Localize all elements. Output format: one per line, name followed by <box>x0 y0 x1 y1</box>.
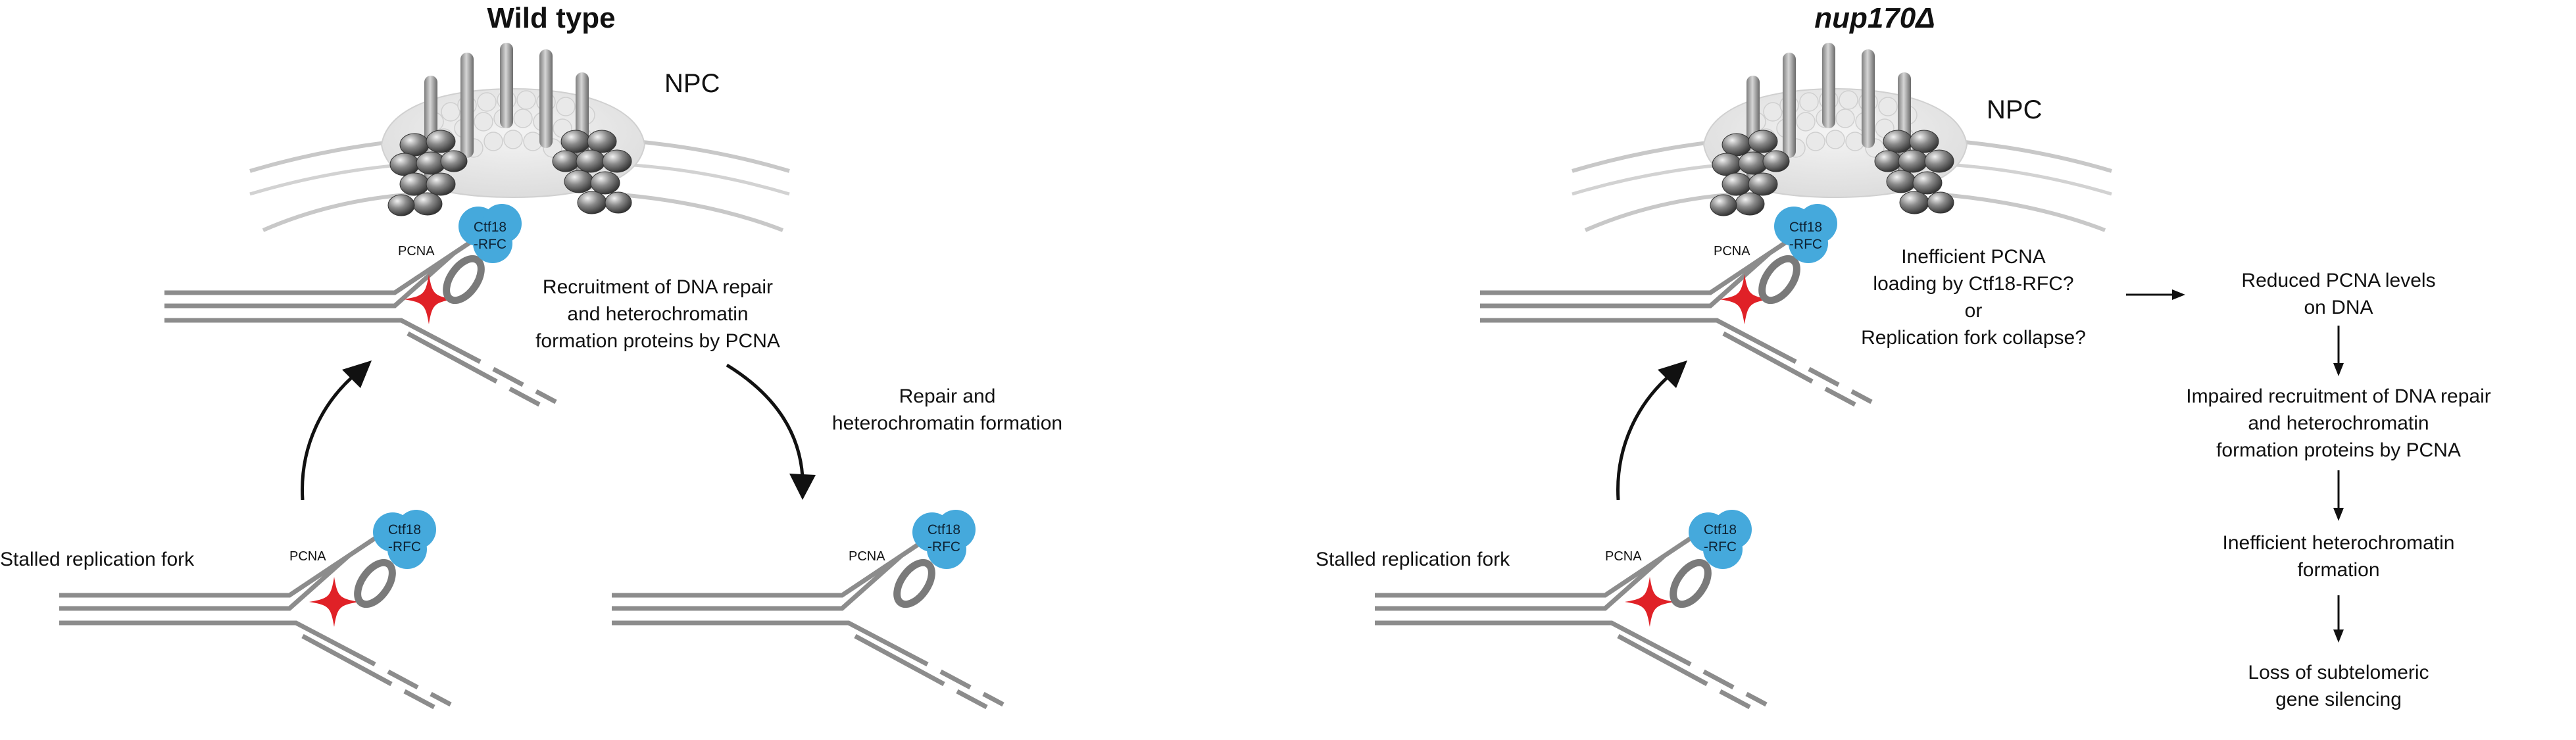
ctf18-label-repaired: Ctf18 <box>928 522 960 537</box>
pcna-label-mutant: PCNA <box>1714 244 1750 259</box>
flow-step-2-line-1: Impaired recruitment of DNA repair <box>2186 385 2491 407</box>
pcna-label-bottom: PCNA <box>289 549 326 564</box>
pcna-label-bottom-mutant: PCNA <box>1605 549 1642 564</box>
ctf18-label-mutant: Ctf18 <box>1789 220 1822 235</box>
flow-step-1-line-1: Reduced PCNA levels <box>2241 270 2435 291</box>
flow-step-1-line-2: on DNA <box>2304 297 2373 318</box>
flow-arrow-1-head <box>2333 363 2344 376</box>
flow-arrow-3-head <box>2333 629 2344 643</box>
npc-label-mutant: NPC <box>1987 95 2042 124</box>
pcna-label-repaired: PCNA <box>849 549 885 564</box>
question-text-2: loading by Ctf18-RFC? <box>1873 273 2073 295</box>
arrow-up-head <box>342 360 372 388</box>
flow-step-2-line-3: formation proteins by PCNA <box>2216 439 2461 461</box>
repair-text-2: heterochromatin formation <box>832 412 1062 434</box>
flow-arrow-2-head <box>2333 508 2344 521</box>
pcna-label: PCNA <box>398 244 435 259</box>
stalled-label-mutant: Stalled replication fork <box>1316 549 1510 570</box>
ctf18-label-bottom-mutant-2: -RFC <box>1704 539 1737 555</box>
flow-step-3-line-1: Inefficient heterochromatin <box>2223 532 2455 554</box>
arrow-down-curve <box>726 363 805 478</box>
arrow-down-head <box>789 474 816 500</box>
question-text-1: Inefficient PCNA <box>1901 246 2046 268</box>
npc-structure-mutant <box>1572 43 2112 230</box>
recruitment-text-2: and heterochromatin <box>567 303 748 325</box>
question-text-4: Replication fork collapse? <box>1861 327 2086 349</box>
ctf18-label: Ctf18 <box>474 220 507 235</box>
wild-type-panel: Wild type NPC Ctf18 -RFC PCNA Recruitmen… <box>0 2 1062 707</box>
mutant-title: nup170Δ <box>1814 2 1935 34</box>
flow-step-4-line-1: Loss of subtelomeric <box>2248 662 2429 683</box>
recruitment-text-3: formation proteins by PCNA <box>535 330 780 352</box>
ctf18-label-bottom-2: -RFC <box>388 539 421 555</box>
npc-label: NPC <box>664 69 720 98</box>
ctf18-label-repaired-2: -RFC <box>928 539 960 555</box>
arrow-up-curve <box>301 370 360 501</box>
ctf18-label-2: -RFC <box>474 237 507 252</box>
arrow-right-head <box>2172 289 2185 300</box>
recruitment-text-1: Recruitment of DNA repair <box>543 276 773 298</box>
repair-text-1: Repair and <box>899 385 996 407</box>
mutant-panel: nup170Δ NPC Ctf18 -RFC PCNA Inefficient … <box>1316 2 2491 710</box>
flow-step-4-line-2: gene silencing <box>2275 689 2402 710</box>
question-text-3: or <box>1965 300 1983 322</box>
flow-step-2-line-2: and heterochromatin <box>2248 412 2429 434</box>
arrow-up-curve-mutant <box>1616 370 1675 501</box>
arrow-up-head-mutant <box>1658 360 1687 388</box>
ctf18-label-bottom: Ctf18 <box>388 522 421 537</box>
flow-step-3-line-2: formation <box>2297 559 2379 581</box>
wild-type-title: Wild type <box>487 2 615 34</box>
ctf18-label-bottom-mutant: Ctf18 <box>1704 522 1737 537</box>
stalled-label: Stalled replication fork <box>0 549 195 570</box>
ctf18-label-mutant-2: -RFC <box>1789 237 1822 252</box>
